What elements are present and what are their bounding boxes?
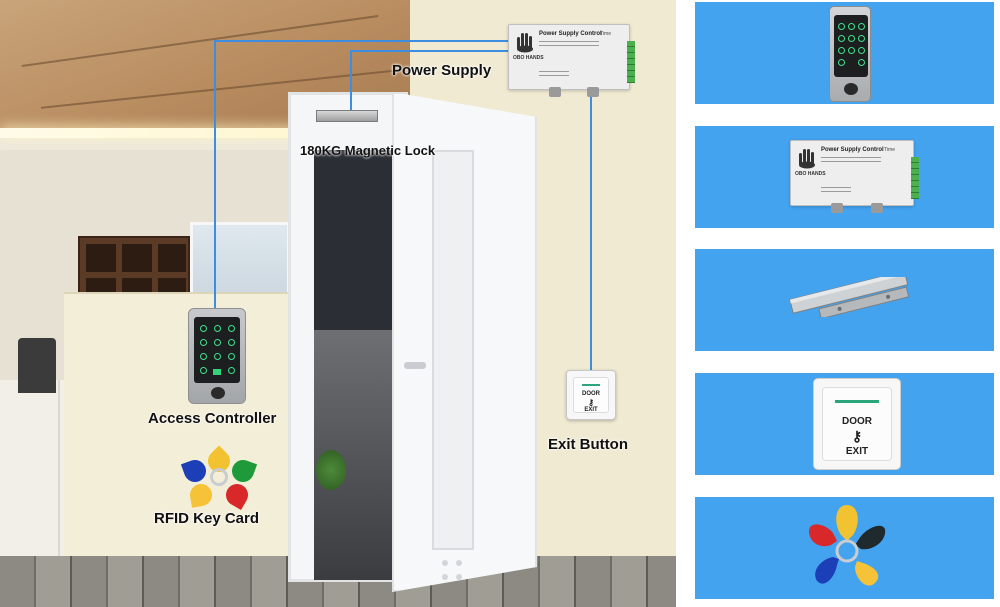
exit-accent-bar <box>835 400 879 403</box>
panel-exit-button: DOOR ⚷ EXIT <box>695 373 994 475</box>
mounting-ear <box>871 203 883 213</box>
psu-brand: OBO HANDS <box>795 171 826 177</box>
wire-lock-to-psu <box>350 50 510 52</box>
door-glass-panel <box>432 150 474 550</box>
magnetic-lock-product-image <box>789 277 910 317</box>
label-access-controller: Access Controller <box>148 410 277 427</box>
label-rfid-key-card: RFID Key Card <box>154 510 260 527</box>
label-exit-button: Exit Button <box>548 436 628 453</box>
keypad-glass <box>834 15 868 77</box>
card-reader-icon <box>211 387 225 399</box>
plant <box>316 450 346 490</box>
terminal-block <box>627 41 635 83</box>
wire-keypad-to-psu <box>214 40 510 42</box>
wire-lock-vertical <box>350 50 352 112</box>
exit-exit-text: EXIT <box>845 446 869 457</box>
magnetic-lock-device <box>316 110 378 122</box>
exit-door-text: DOOR <box>582 391 600 397</box>
fob-red-icon <box>221 479 253 511</box>
mounting-ear <box>831 203 843 213</box>
card-reader-icon <box>844 83 858 95</box>
panel-rfid-key-card <box>695 497 994 599</box>
psu-time-label: Time <box>600 31 611 37</box>
terminal-block <box>911 157 919 199</box>
wire-keypad-vertical <box>214 40 216 310</box>
hand-logo-icon <box>517 33 533 53</box>
label-magnetic-lock: 180KG Magnetic Lock <box>300 143 436 158</box>
psu-title: Power Supply Control <box>821 147 884 153</box>
fob-green-icon <box>228 456 258 486</box>
hand-logo-icon <box>799 149 815 169</box>
door-dot <box>456 574 462 580</box>
fob-yellow-icon <box>188 482 214 508</box>
door-opening <box>314 150 394 580</box>
door-dot <box>456 560 462 566</box>
rfid-fobs-product-image <box>809 505 886 586</box>
mounting-ear <box>549 87 561 97</box>
psu-brand: OBO HANDS <box>513 55 544 61</box>
exit-accent-bar <box>582 384 600 386</box>
installation-diagram-scene: OBO HANDS Power Supply Control Time DOOR… <box>0 0 676 607</box>
chair <box>18 338 56 393</box>
exit-exit-text: EXIT <box>584 407 598 413</box>
keypad-product-image <box>829 6 871 102</box>
rfid-key-fobs <box>180 445 260 511</box>
door-dot <box>442 560 448 566</box>
label-power-supply: Power Supply <box>392 62 492 79</box>
panel-magnetic-lock <box>695 249 994 351</box>
power-supply-product-image: OBO HANDS Power Supply Control Time <box>790 140 919 213</box>
power-supply-device: OBO HANDS Power Supply Control Time <box>508 24 635 97</box>
panel-access-controller <box>695 2 994 104</box>
wire-exit-to-psu <box>590 90 592 370</box>
exit-button-product-image: DOOR ⚷ EXIT <box>813 378 901 470</box>
access-controller-device <box>188 308 246 404</box>
exit-door-text: DOOR <box>842 416 872 427</box>
psu-time-label: Time <box>884 147 895 153</box>
key-icon: ⚷ <box>588 398 594 407</box>
exit-button-device: DOOR ⚷ EXIT <box>566 370 616 420</box>
door-dot <box>442 574 448 580</box>
key-icon: ⚷ <box>851 428 863 444</box>
partition-wall <box>64 292 292 582</box>
keypad-glass <box>194 317 240 383</box>
door-handle <box>404 362 426 369</box>
psu-title: Power Supply Control <box>539 31 602 37</box>
key-ring <box>210 468 228 486</box>
fob-blue-icon <box>180 456 210 486</box>
ceiling-light <box>0 128 330 138</box>
keypad-led <box>213 369 221 375</box>
mounting-ear <box>587 87 599 97</box>
